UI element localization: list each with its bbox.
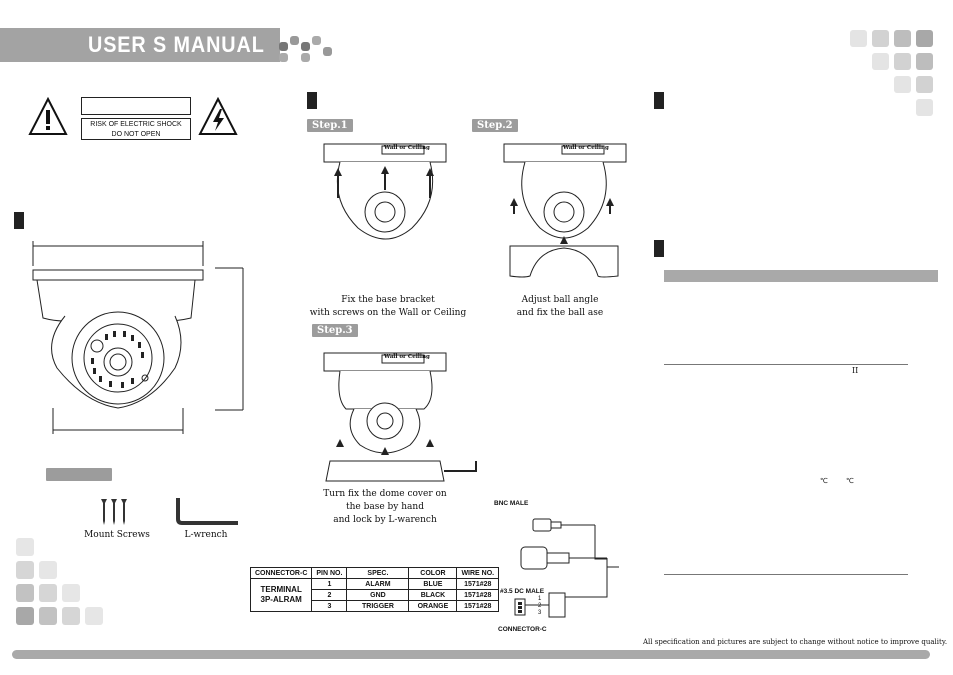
terminal-line-1: TERMINAL bbox=[260, 585, 302, 594]
pin-cell: 1 bbox=[311, 578, 348, 590]
step-3-caption-line-2: the base by hand bbox=[346, 502, 424, 512]
connector-c-label: CONNECTOR-C bbox=[498, 626, 547, 633]
header-bar bbox=[0, 28, 280, 62]
caution-triangle-icon bbox=[28, 97, 68, 135]
table-row: 3 TRIGGER ORANGE 1571#28 bbox=[251, 600, 500, 612]
l-wrench-label: L-wrench bbox=[184, 530, 228, 540]
header-pin: PIN NO. bbox=[311, 567, 348, 579]
step-3-caption-line-3: and lock by L-warench bbox=[333, 515, 437, 525]
step-3-drawing bbox=[323, 352, 477, 482]
high-voltage-triangle-icon bbox=[198, 97, 238, 135]
accessories-label-bar bbox=[46, 468, 112, 481]
bnc-male-label: BNC MALE bbox=[494, 500, 529, 507]
spec-divider-top bbox=[664, 364, 908, 365]
section-marker-specification bbox=[654, 240, 664, 257]
terminal-cell: TERMINAL 3P-ALRAM bbox=[249, 578, 313, 612]
step-1-caption: Fix the base bracket with screws on the … bbox=[298, 294, 478, 320]
pin-cell: 2 bbox=[311, 589, 348, 601]
footer-disclaimer: All specification and pictures are subje… bbox=[643, 638, 948, 646]
connector-pin-numbers: 1 2 3 bbox=[538, 596, 541, 617]
step-3-caption-line-1: Turn fix the dome cover on bbox=[323, 489, 447, 499]
pin-number-2: 2 bbox=[538, 603, 542, 609]
step-2-wall-tag: Wall or Ceiling bbox=[563, 145, 609, 151]
shock-line-1: RISK OF ELECTRIC SHOCK bbox=[90, 121, 182, 128]
pin-number-3: 3 bbox=[538, 610, 542, 616]
color-cell: BLACK bbox=[408, 589, 458, 601]
step-3-caption: Turn fix the dome cover on the base by h… bbox=[305, 488, 465, 527]
step-2-drawing bbox=[503, 143, 627, 278]
shock-line-2: DO NOT OPEN bbox=[111, 131, 161, 138]
spec-header-bar bbox=[664, 270, 938, 282]
table-row: 2 GND BLACK 1571#28 bbox=[251, 589, 500, 601]
table-header-row: CONNECTOR-C PIN NO. SPEC. COLOR WIRE NO. bbox=[249, 567, 500, 579]
header-connector: CONNECTOR-C bbox=[249, 567, 313, 579]
cable-drawing bbox=[514, 518, 619, 618]
spec-degree-mark-2: ℃ bbox=[846, 477, 854, 485]
spec-cell: GND bbox=[346, 589, 410, 601]
page-title: USER S MANUAL bbox=[88, 32, 265, 57]
step-1-caption-line-2: with screws on the Wall or Ceiling bbox=[309, 308, 467, 318]
wire-cell: 1571#28 bbox=[456, 589, 500, 601]
step-1-wall-tag: Wall or Ceiling bbox=[384, 145, 430, 151]
wire-cell: 1571#28 bbox=[456, 600, 500, 612]
connector-pin-table: CONNECTOR-C PIN NO. SPEC. COLOR WIRE NO.… bbox=[249, 567, 500, 612]
mount-screws-icon bbox=[101, 499, 127, 525]
electric-shock-warning: RISK OF ELECTRIC SHOCK DO NOT OPEN bbox=[81, 118, 191, 140]
step-2-caption: Adjust ball angle and fix the ball ase bbox=[490, 294, 630, 320]
section-marker-installation bbox=[307, 92, 317, 109]
camera-dimension-drawing bbox=[32, 241, 244, 434]
footer-bar bbox=[12, 650, 930, 659]
step-2-caption-line-2: and fix the ball ase bbox=[516, 308, 604, 318]
header-spec: SPEC. bbox=[346, 567, 410, 579]
step-2-label: Step.2 bbox=[472, 119, 518, 132]
dc-male-label: #3.5 DC MALE bbox=[500, 588, 545, 595]
section-marker-dimensions bbox=[14, 212, 24, 229]
step-1-label: Step.1 bbox=[307, 119, 353, 132]
spec-divider-bottom bbox=[664, 574, 908, 575]
pin-cell: 3 bbox=[311, 600, 348, 612]
mount-screws-label: Mount Screws bbox=[84, 530, 150, 540]
color-cell: BLUE bbox=[408, 578, 458, 590]
warning-label-box bbox=[81, 97, 191, 115]
step-3-label: Step.3 bbox=[312, 324, 358, 337]
color-cell: ORANGE bbox=[408, 600, 458, 612]
spec-cell: ALARM bbox=[346, 578, 410, 590]
table-row: TERMINAL 3P-ALRAM 1 ALARM BLUE 1571#28 bbox=[249, 578, 500, 612]
spec-mark-ii: II bbox=[852, 366, 859, 375]
section-marker-features bbox=[654, 92, 664, 109]
step-3-wall-tag: Wall or Ceiling bbox=[384, 354, 430, 360]
header-color: COLOR bbox=[408, 567, 458, 579]
spec-cell: TRIGGER bbox=[346, 600, 410, 612]
step-1-caption-line-1: Fix the base bracket bbox=[341, 295, 435, 305]
wire-cell: 1571#28 bbox=[456, 578, 500, 590]
pin-number-1: 1 bbox=[538, 596, 542, 602]
step-2-caption-line-1: Adjust ball angle bbox=[521, 295, 599, 305]
l-wrench-icon bbox=[176, 498, 238, 525]
spec-degree-mark-1: ℃ bbox=[820, 477, 828, 485]
header-wire: WIRE NO. bbox=[456, 567, 500, 579]
terminal-line-2: 3P-ALRAM bbox=[260, 595, 302, 604]
step-1-drawing bbox=[323, 143, 447, 240]
